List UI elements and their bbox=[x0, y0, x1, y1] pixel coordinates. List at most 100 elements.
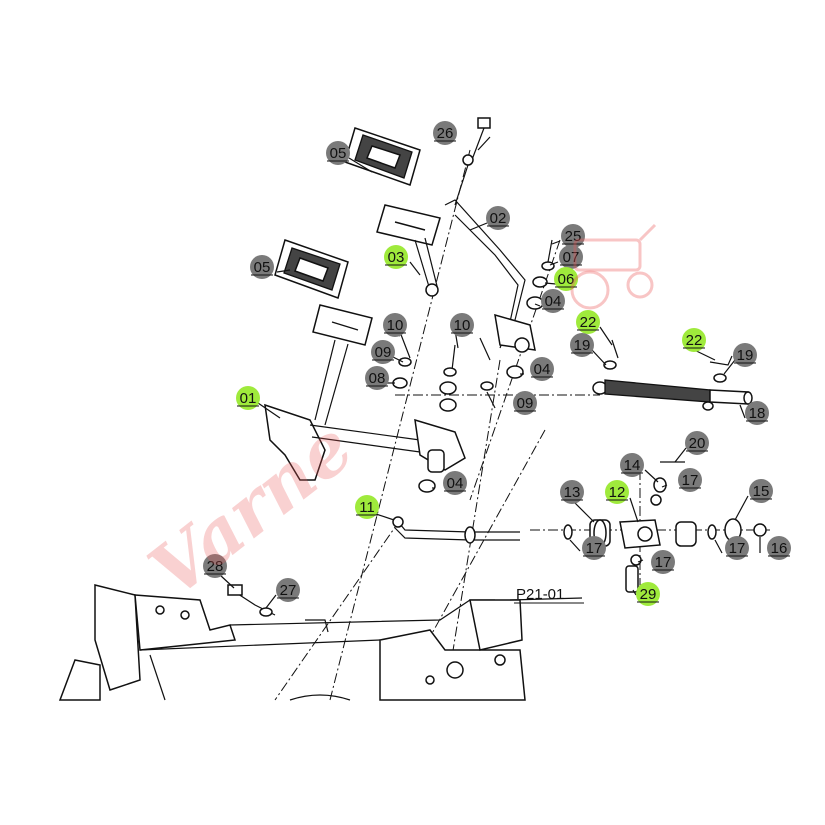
callout-label: 17 bbox=[729, 540, 746, 557]
callout-label: 02 bbox=[490, 210, 507, 227]
callout-label: 03 bbox=[388, 249, 405, 266]
watermark-tractor-icon bbox=[570, 223, 657, 310]
callout-marker bbox=[371, 340, 395, 364]
callout-marker bbox=[486, 206, 510, 230]
callout-label: 10 bbox=[387, 317, 404, 334]
callout-marker bbox=[384, 245, 408, 269]
callout-label: 10 bbox=[454, 317, 471, 334]
return-spring-18 bbox=[592, 339, 753, 411]
callout-label: 17 bbox=[655, 554, 672, 571]
callout-10: 10 bbox=[450, 313, 474, 337]
callout-marker bbox=[513, 391, 537, 415]
callout-marker bbox=[678, 468, 702, 492]
callout-09: 09 bbox=[371, 340, 395, 364]
pedal-plate-upper bbox=[376, 204, 441, 297]
callout-label: 05 bbox=[330, 145, 347, 162]
callout-04: 04 bbox=[530, 357, 554, 381]
chassis-frame bbox=[58, 584, 526, 701]
pedal-pad-lower bbox=[274, 239, 349, 299]
callout-marker bbox=[561, 224, 585, 248]
callout-label: 25 bbox=[565, 228, 582, 245]
callout-label: 06 bbox=[558, 271, 575, 288]
bolt-26 bbox=[454, 117, 491, 206]
pedal-pad-upper bbox=[344, 127, 421, 186]
callout-marker bbox=[605, 480, 629, 504]
callout-label: 05 bbox=[254, 259, 271, 276]
callout-08: 08 bbox=[365, 366, 389, 390]
callout-09: 09 bbox=[513, 391, 537, 415]
callout-marker bbox=[733, 343, 757, 367]
callout-05: 05 bbox=[326, 141, 350, 165]
callout-label: 27 bbox=[280, 582, 297, 599]
callout-marker bbox=[749, 479, 773, 503]
callout-marker bbox=[433, 121, 457, 145]
watermark: Varne bbox=[133, 404, 368, 614]
section-label: P21-01 bbox=[514, 586, 584, 604]
callout-marker bbox=[570, 333, 594, 357]
callout-27: 27 bbox=[276, 578, 300, 602]
callout-29: 29 bbox=[636, 582, 660, 606]
callout-12: 12 bbox=[605, 480, 629, 504]
callout-label: 29 bbox=[640, 586, 657, 603]
callout-label: 13 bbox=[564, 484, 581, 501]
callout-05: 05 bbox=[250, 255, 274, 279]
callout-marker bbox=[203, 554, 227, 578]
callout-marker bbox=[236, 386, 260, 410]
callout-20: 20 bbox=[685, 431, 709, 455]
callout-marker bbox=[685, 431, 709, 455]
callout-label: 17 bbox=[586, 540, 603, 557]
section-label-text: P21-01 bbox=[516, 586, 564, 603]
callout-26: 26 bbox=[433, 121, 457, 145]
callout-label: 01 bbox=[240, 390, 257, 407]
callout-label: 04 bbox=[534, 361, 551, 378]
callout-marker bbox=[620, 453, 644, 477]
pedal-plate-lower bbox=[312, 304, 373, 426]
callout-label: 17 bbox=[682, 472, 699, 489]
linkage-assembly bbox=[563, 461, 767, 593]
callout-label: 22 bbox=[580, 314, 597, 331]
callout-19: 19 bbox=[570, 333, 594, 357]
callout-label: 08 bbox=[369, 370, 386, 387]
callout-label: 18 bbox=[749, 405, 766, 422]
callout-marker bbox=[559, 245, 583, 269]
callout-label: 12 bbox=[609, 484, 626, 501]
callout-16: 16 bbox=[767, 536, 791, 560]
callout-22: 22 bbox=[682, 328, 706, 352]
callout-04: 04 bbox=[541, 289, 565, 313]
callout-label: 09 bbox=[517, 395, 534, 412]
watermark-text: Varne bbox=[133, 404, 368, 614]
callout-label: 15 bbox=[753, 483, 770, 500]
callout-marker bbox=[326, 141, 350, 165]
callout-18: 18 bbox=[745, 401, 769, 425]
centerlines bbox=[274, 149, 770, 701]
callout-label: 04 bbox=[447, 475, 464, 492]
callout-10: 10 bbox=[383, 313, 407, 337]
callout-17: 17 bbox=[651, 550, 675, 574]
callout-17: 17 bbox=[678, 468, 702, 492]
callout-17: 17 bbox=[725, 536, 749, 560]
callout-marker bbox=[682, 328, 706, 352]
callout-label: 20 bbox=[689, 435, 706, 452]
callout-marker bbox=[355, 495, 379, 519]
callout-marker bbox=[541, 289, 565, 313]
callout-marker bbox=[365, 366, 389, 390]
callout-marker bbox=[576, 310, 600, 334]
callout-13: 13 bbox=[560, 480, 584, 504]
callout-17: 17 bbox=[582, 536, 606, 560]
callout-label: 22 bbox=[686, 332, 703, 349]
callout-28: 28 bbox=[203, 554, 227, 578]
callout-label: 19 bbox=[574, 337, 591, 354]
callout-label: 14 bbox=[624, 457, 641, 474]
callout-marker bbox=[560, 480, 584, 504]
callout-14: 14 bbox=[620, 453, 644, 477]
callout-25: 25 bbox=[561, 224, 585, 248]
callout-label: 26 bbox=[437, 125, 454, 142]
callout-marker bbox=[651, 550, 675, 574]
callout-label: 04 bbox=[545, 293, 562, 310]
callout-label: 07 bbox=[563, 249, 580, 266]
fasteners-center bbox=[392, 331, 524, 412]
fasteners-upper bbox=[526, 239, 555, 310]
callout-marker bbox=[725, 536, 749, 560]
